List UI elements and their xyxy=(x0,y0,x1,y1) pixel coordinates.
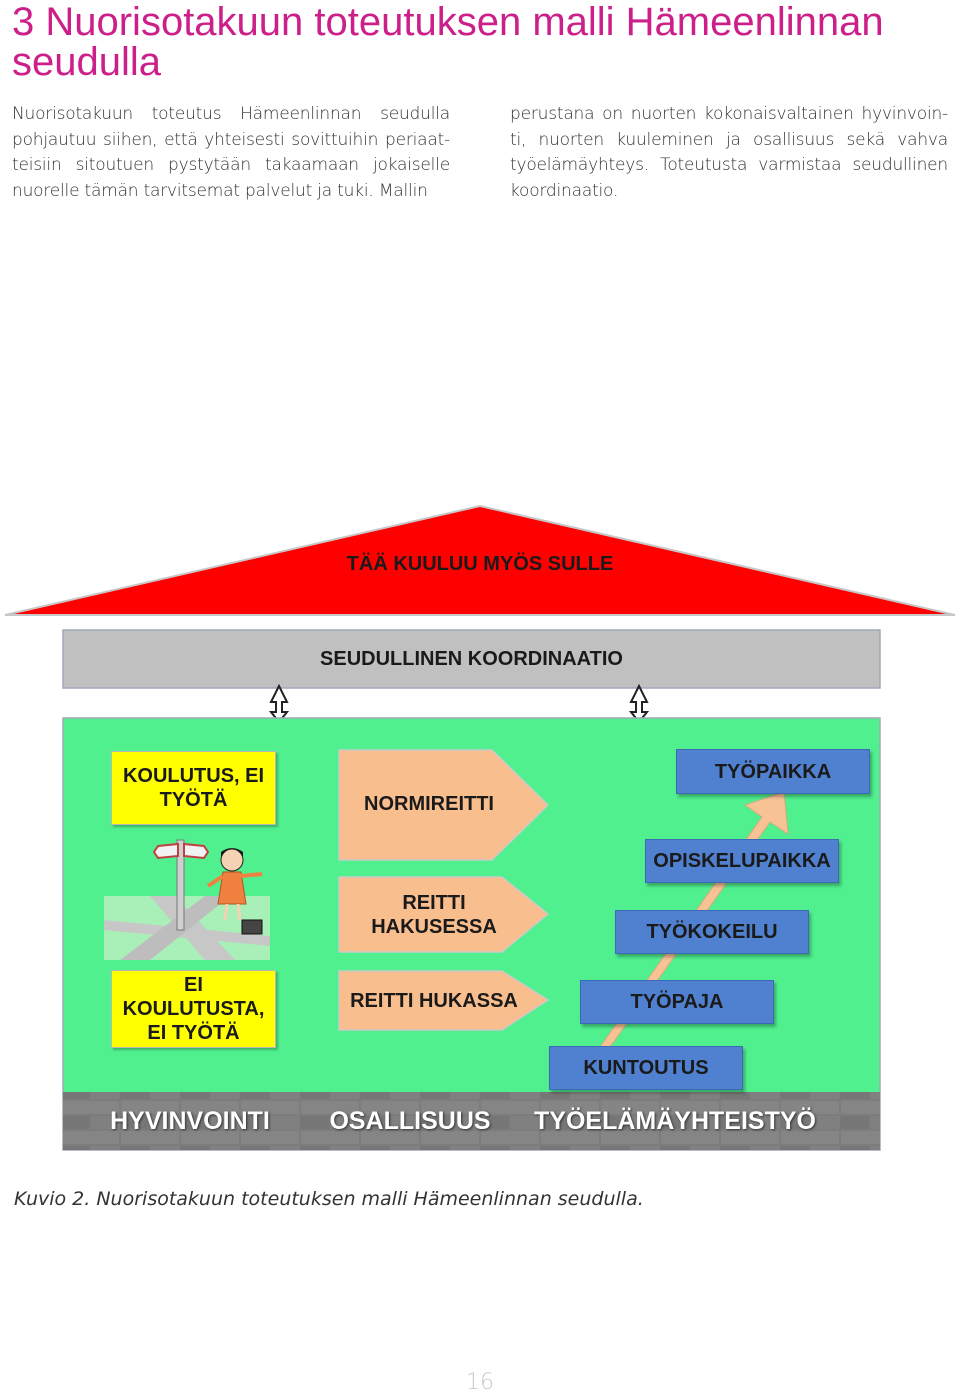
girl-figure-icon xyxy=(206,848,263,935)
path-arrow-normal xyxy=(338,749,550,861)
double-arrow-right xyxy=(628,683,650,724)
coordination-bar xyxy=(62,629,881,689)
figure-caption: Kuvio 2. Nuorisotakuun toteutuksen malli… xyxy=(14,1188,644,1210)
section-heading: 3 Nuorisotakuun toteutuksen malli Hämeen… xyxy=(12,0,884,84)
path-arrow-searching xyxy=(338,876,550,953)
path-label-normal: NORMIREITTI xyxy=(364,793,494,815)
foundation-label-wellbeing: HYVINVOINTI xyxy=(110,1107,270,1135)
step-rehabilitation: KUNTOUTUS xyxy=(549,1046,743,1090)
step-work-trial: TYÖKOKEILU xyxy=(615,910,809,954)
path-label-searching: REITTI HAKUSESSA xyxy=(371,892,497,938)
double-arrow-left xyxy=(268,683,290,724)
box-education-no-work: KOULUTUS, EI TYÖTÄ xyxy=(111,751,276,825)
path-arrow-lost xyxy=(338,970,550,1031)
signpost-icon xyxy=(152,839,210,931)
foundation-wall xyxy=(63,1092,880,1150)
foundation-label-working-life: TYÖELÄMÄYHTEISTYÖ xyxy=(534,1107,816,1135)
step-study-place: OPISKELUPAIKKA xyxy=(645,839,839,883)
step-job: TYÖPAIKKA xyxy=(676,749,870,794)
figure-graphics xyxy=(4,504,956,1151)
page-number: 16 xyxy=(466,1370,494,1395)
roof-triangle xyxy=(4,504,956,616)
roof-label: TÄÄ KUULUU MYÖS SULLE xyxy=(346,553,614,575)
path-label-lost: REITTI HUKASSA xyxy=(350,990,518,1012)
body-text-right-column: perustana on nuorten kokonaisvaltainen h… xyxy=(510,104,948,201)
step-workshop: TYÖPAJA xyxy=(580,980,774,1024)
body-text-left-column: Nuorisotakuun toteutus Hämeenlinnan seud… xyxy=(12,104,450,201)
crossroads-ground xyxy=(104,896,270,960)
coordination-label: SEUDULLINEN KOORDINAATIO xyxy=(320,648,623,670)
foundation-label-participation: OSALLISUUS xyxy=(329,1107,491,1135)
box-no-education-no-work: EI KOULUTUSTA, EI TYÖTÄ xyxy=(111,970,276,1048)
youth-guarantee-model-figure: TÄÄ KUULUU MYÖS SULLE SEUDULLINEN KOORDI… xyxy=(0,500,960,1160)
